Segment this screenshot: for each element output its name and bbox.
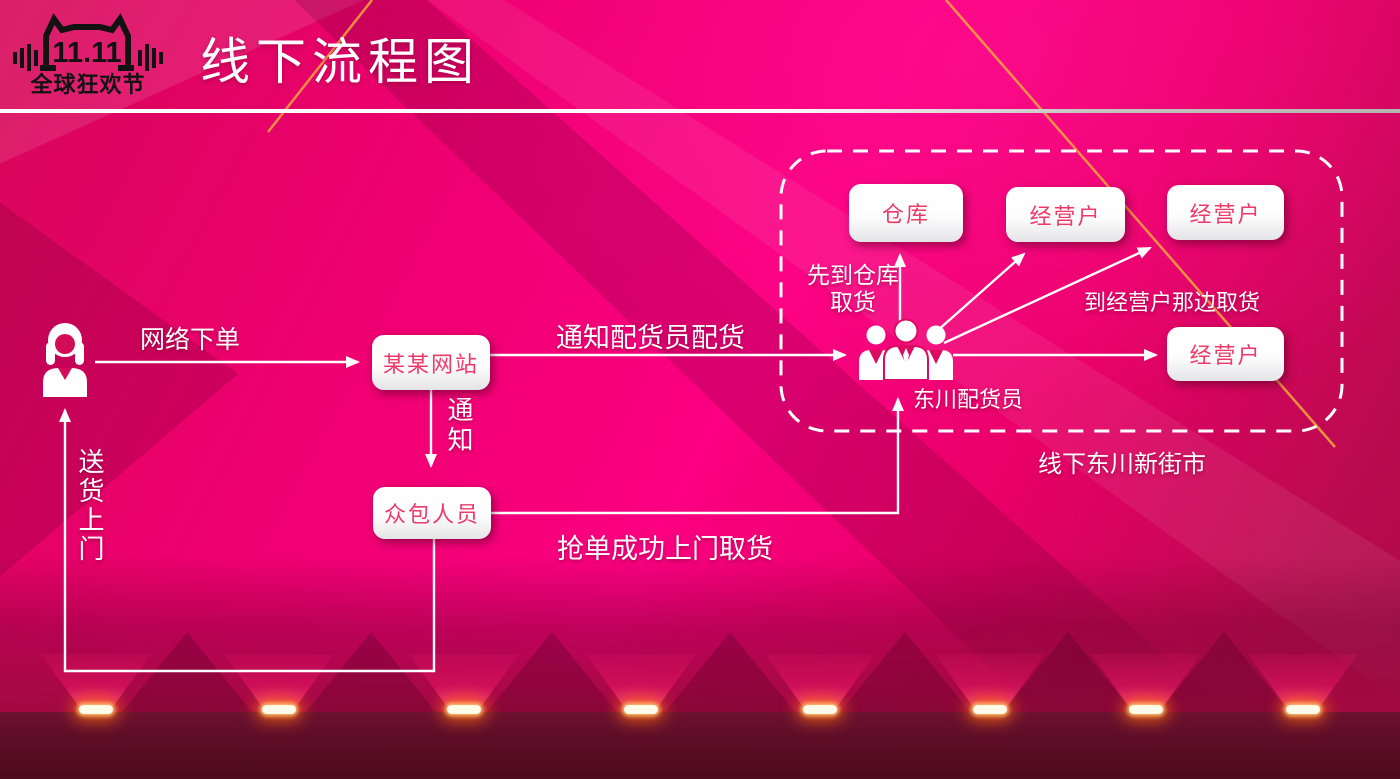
edge-label-warehouse-pickup: 先到仓库 取货 [798,262,908,316]
stage-light-icon [1286,705,1320,714]
edge-label-notify: 通知 [444,396,474,456]
node-merchant-top-right: 经营户 [1167,185,1284,240]
warehouse-pickup-line1: 先到仓库 [807,262,899,288]
courier-team-label: 东川配货员 [913,387,1024,412]
node-merchant-right: 经营户 [1167,327,1284,381]
courier-team-icon [859,318,953,380]
stage-light-icon [79,705,113,714]
stage-light-icon [262,705,296,714]
stage-light-icon [803,705,837,714]
female-customer-icon [43,323,87,397]
stage-light-icon [1129,705,1163,714]
node-warehouse: 仓库 [849,184,963,242]
stage-light-icon [973,705,1007,714]
stage-light-icon [624,705,658,714]
edge-label-order-online: 网络下单 [140,326,241,354]
edge-label-deliver-home: 送货上门 [75,448,105,564]
logo-event-name: 全球狂欢节 [29,72,145,97]
node-merchant-top-left: 经营户 [1006,187,1125,242]
warehouse-pickup-line2: 取货 [830,289,876,316]
stage-floor [0,712,1400,779]
header-divider [0,109,1400,113]
page-title: 线下流程图 [200,34,480,90]
edge-label-grab-order: 抢单成功上门取货 [557,534,773,564]
tmall-1111-logo: 11.11 全球狂欢节 [13,13,163,97]
stage-light-icon [447,705,481,714]
node-website: 某某网站 [372,335,490,390]
edge-label-notify-dispatcher: 通知配货员配货 [556,323,745,353]
node-crowdsource-staff: 众包人员 [373,487,491,539]
logo-event-date: 11.11 [52,37,121,69]
edge-label-merchant-pickup: 到经营户那边取货 [1084,290,1261,315]
offline-market-zone-label: 线下东川新街市 [1038,451,1206,478]
